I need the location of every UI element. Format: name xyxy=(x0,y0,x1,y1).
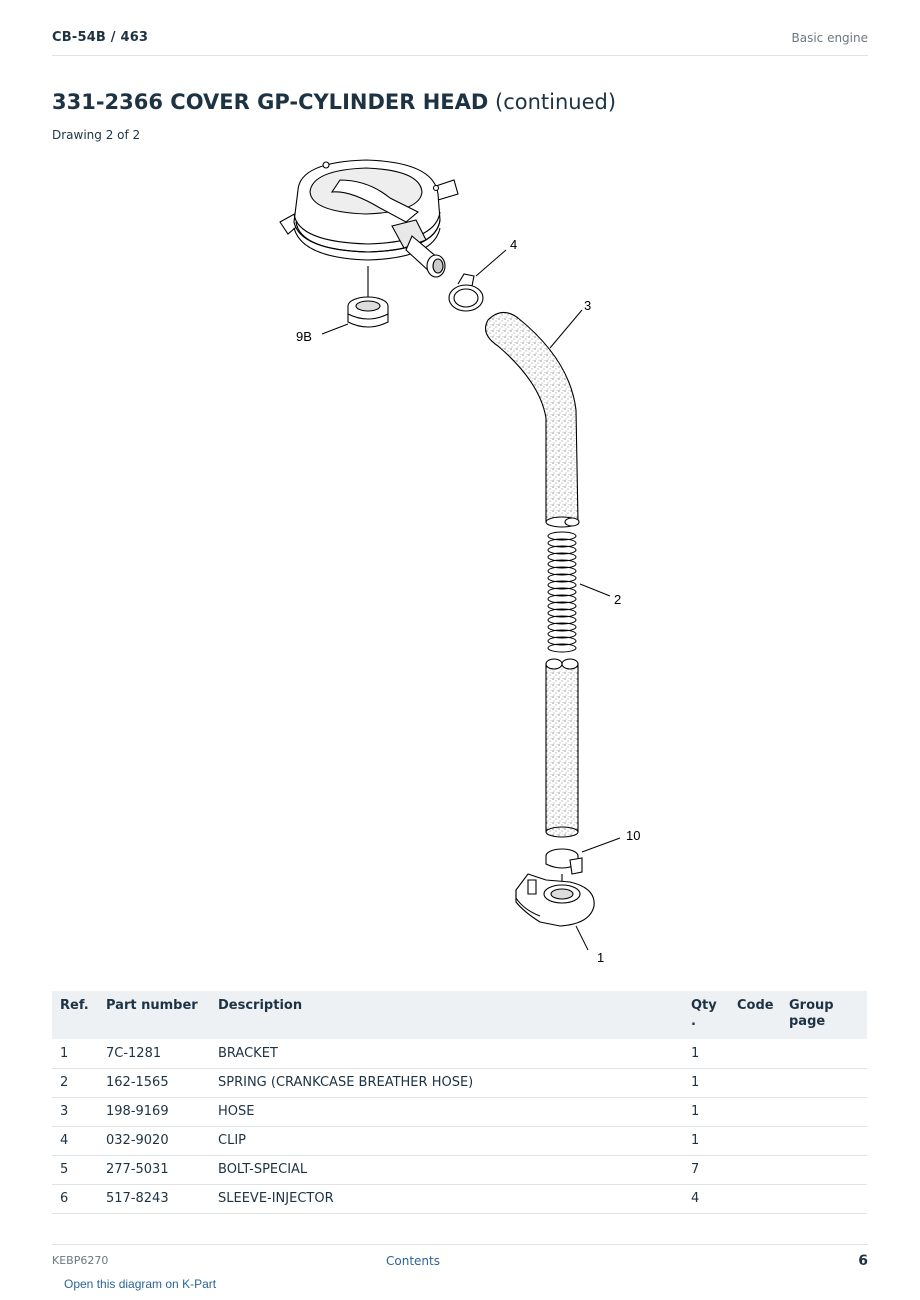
table-row: 1 7C-1281 BRACKET 1 xyxy=(52,1039,867,1069)
cell-part-number: 198-9169 xyxy=(100,1097,212,1127)
table-row: 2 162-1565 SPRING (CRANKCASE BREATHER HO… xyxy=(52,1068,867,1098)
cell-code xyxy=(731,1097,783,1127)
cell-description: BRACKET xyxy=(212,1039,685,1069)
callout-3: 3 xyxy=(584,298,591,313)
parts-diagram: 4 3 9B 2 10 1 xyxy=(279,159,640,965)
cell-part-number: 517-8243 xyxy=(100,1184,212,1214)
page-footer: KEBP6270 Contents 6 xyxy=(52,1244,868,1274)
cell-qty: 1 xyxy=(685,1126,731,1156)
cell-part-number: 277-5031 xyxy=(100,1155,212,1185)
callout-4: 4 xyxy=(510,237,517,252)
cell-group-page xyxy=(783,1155,867,1185)
column-header-part-number: Part number xyxy=(100,991,212,1039)
spring-part xyxy=(547,531,577,653)
cell-description: SPRING (CRANKCASE BREATHER HOSE) xyxy=(212,1068,685,1098)
clip-part xyxy=(448,273,484,312)
table-row: 4 032-9020 CLIP 1 xyxy=(52,1126,867,1156)
column-header-ref: Ref. xyxy=(52,991,100,1039)
callout-1: 1 xyxy=(597,950,604,965)
cell-ref: 2 xyxy=(52,1068,100,1098)
cell-code xyxy=(731,1039,783,1069)
cell-ref: 4 xyxy=(52,1126,100,1156)
cell-ref: 1 xyxy=(52,1039,100,1069)
column-header-code: Code xyxy=(731,991,783,1039)
table-row: 3 198-9169 HOSE 1 xyxy=(52,1097,867,1127)
cell-description: SLEEVE-INJECTOR xyxy=(212,1184,685,1214)
leader-lines xyxy=(321,249,621,951)
table-row: 6 517-8243 SLEEVE-INJECTOR 4 xyxy=(52,1184,867,1214)
cell-qty: 1 xyxy=(685,1097,731,1127)
open-diagram-link[interactable]: Open this diagram on K-Part xyxy=(64,1277,217,1291)
cell-group-page xyxy=(783,1126,867,1156)
callout-9b: 9B xyxy=(296,329,312,344)
cell-group-page xyxy=(783,1184,867,1214)
table-row: 5 277-5031 BOLT-SPECIAL 7 xyxy=(52,1155,867,1185)
cell-ref: 5 xyxy=(52,1155,100,1185)
cylinder-head-cover xyxy=(279,159,459,278)
section-name: Basic engine xyxy=(791,31,868,45)
page-title: 331-2366 COVER GP-CYLINDER HEAD (continu… xyxy=(52,90,616,114)
cell-group-page xyxy=(783,1039,867,1069)
lower-clip-part xyxy=(545,848,583,890)
cell-part-number: 7C-1281 xyxy=(100,1039,212,1069)
page-number: 6 xyxy=(858,1253,868,1269)
cell-qty: 4 xyxy=(685,1184,731,1214)
cell-qty: 7 xyxy=(685,1155,731,1185)
bracket-part xyxy=(515,873,595,927)
page-header: CB-54B / 463 Basic engine xyxy=(52,28,868,56)
page-title-suffix: (continued) xyxy=(488,90,617,114)
drawing-label: Drawing 2 of 2 xyxy=(52,128,141,142)
cell-description: BOLT-SPECIAL xyxy=(212,1155,685,1185)
cell-code xyxy=(731,1155,783,1185)
cell-code xyxy=(731,1068,783,1098)
parts-table: Ref. Part number Description Qty . Code … xyxy=(52,991,867,1214)
contents-link[interactable]: Contents xyxy=(386,1254,440,1268)
column-header-description: Description xyxy=(212,991,685,1039)
callout-2: 2 xyxy=(614,592,621,607)
column-header-qty: Qty . xyxy=(685,991,731,1039)
cell-group-page xyxy=(783,1068,867,1098)
column-header-group-page: Group page xyxy=(783,991,867,1039)
cell-part-number: 032-9020 xyxy=(100,1126,212,1156)
cell-group-page xyxy=(783,1097,867,1127)
cell-part-number: 162-1565 xyxy=(100,1068,212,1098)
cell-qty: 1 xyxy=(685,1039,731,1069)
callout-10: 10 xyxy=(626,828,640,843)
cell-ref: 3 xyxy=(52,1097,100,1127)
cell-description: HOSE xyxy=(212,1097,685,1127)
cell-code xyxy=(731,1126,783,1156)
cell-ref: 6 xyxy=(52,1184,100,1214)
document-reference: CB-54B / 463 xyxy=(52,30,149,45)
cap-part xyxy=(347,266,389,328)
page-title-main: 331-2366 COVER GP-CYLINDER HEAD xyxy=(52,90,489,114)
cell-qty: 1 xyxy=(685,1068,731,1098)
hose-part xyxy=(485,311,580,528)
lower-hose-part xyxy=(545,658,579,838)
cell-code xyxy=(731,1184,783,1214)
cell-description: CLIP xyxy=(212,1126,685,1156)
document-id: KEBP6270 xyxy=(52,1254,109,1267)
table-header-row: Ref. Part number Description Qty . Code … xyxy=(52,991,867,1039)
